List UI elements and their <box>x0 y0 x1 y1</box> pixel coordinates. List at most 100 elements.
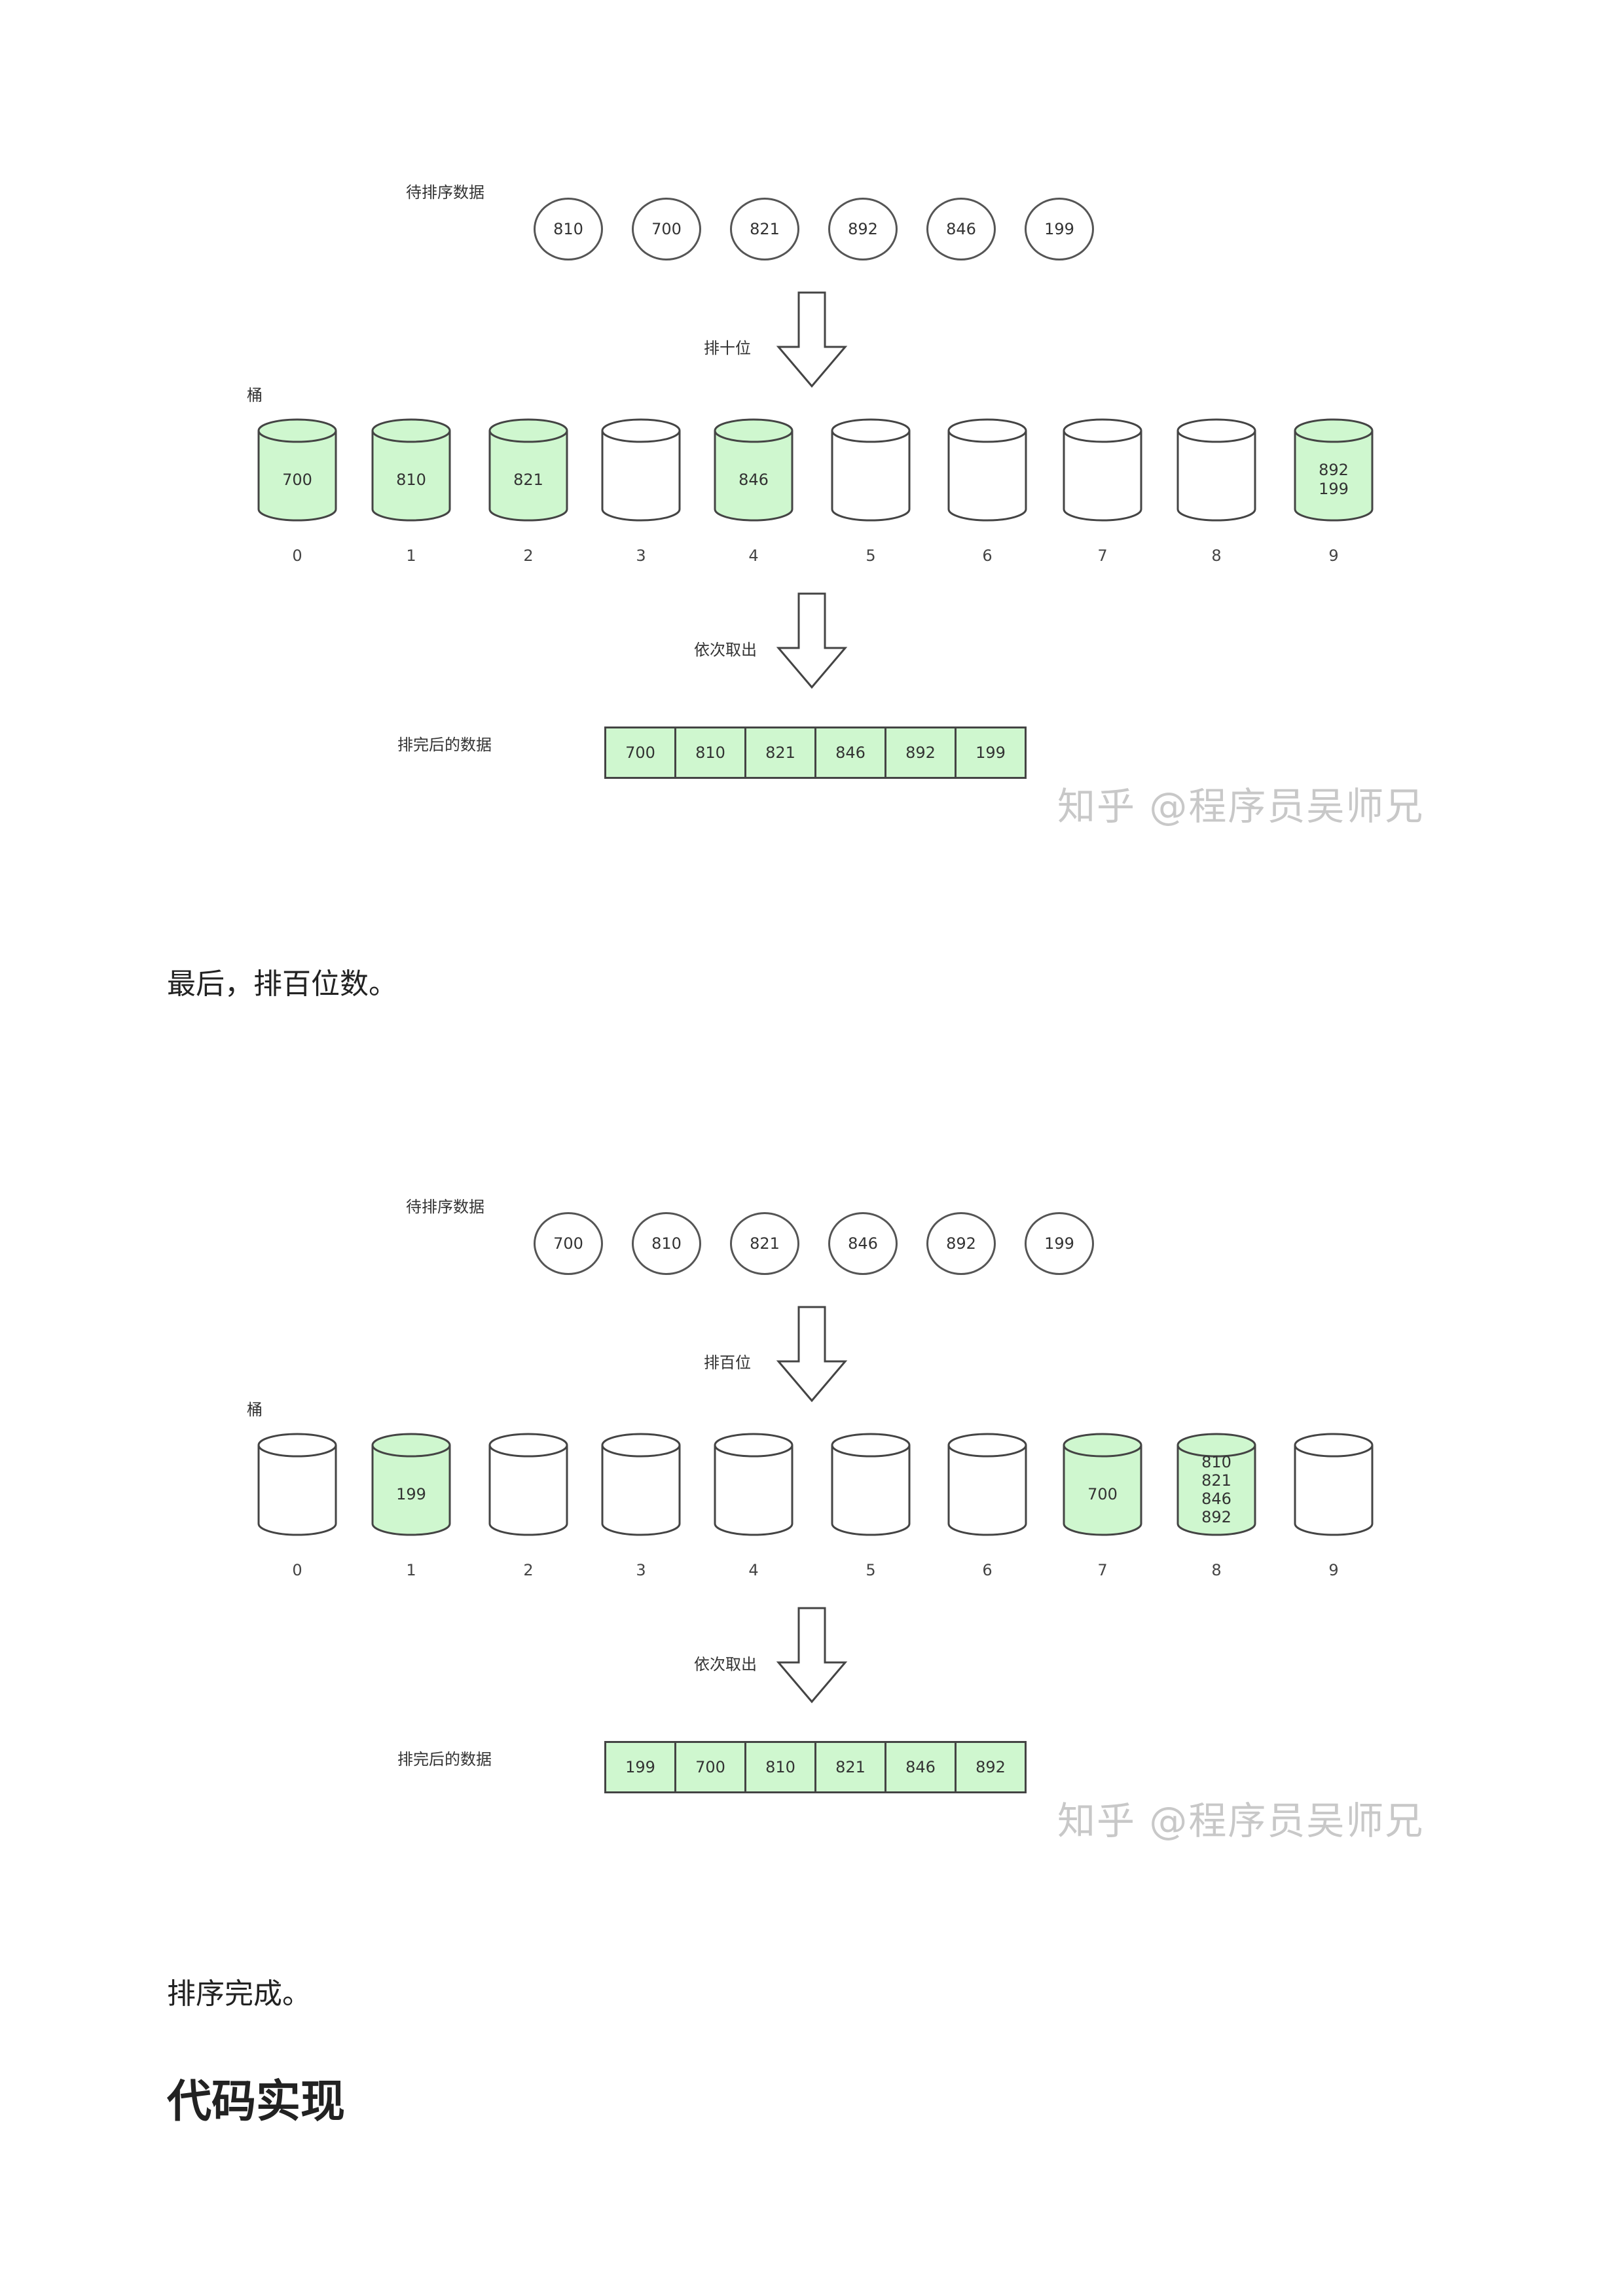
bucket-6 <box>947 1432 1028 1537</box>
bucket-index-label: 6 <box>982 1561 993 1579</box>
bucket-7: 700 <box>1062 1432 1143 1537</box>
bucket-values <box>1176 448 1257 512</box>
bucket-index-label: 9 <box>1328 547 1339 565</box>
bucket-index-label: 4 <box>748 1561 759 1579</box>
output-label: 排完后的数据 <box>397 736 492 754</box>
input-label: 待排序数据 <box>406 1198 484 1216</box>
bucket-cylinder-icon <box>1294 1433 1374 1536</box>
sorted-value-cell: 199 <box>606 1743 676 1791</box>
bucket-value: 821 <box>513 470 543 489</box>
bucket-cylinder-icon <box>601 1433 681 1536</box>
bucket-value: 892 <box>1201 1508 1231 1526</box>
collect-label: 依次取出 <box>694 1655 757 1674</box>
sorted-value-cell: 892 <box>886 728 957 777</box>
bucket-index-label: 0 <box>292 1561 302 1579</box>
bucket-cylinder-icon <box>488 418 568 522</box>
step-label: 排百位 <box>704 1354 751 1372</box>
bucket-values <box>713 1462 794 1526</box>
bucket-2: 821 <box>488 418 569 522</box>
bucket-value: 810 <box>396 470 426 489</box>
bucket-9 <box>1293 1432 1374 1537</box>
bucket-cylinder-icon <box>947 1433 1027 1536</box>
bucket-values <box>488 1462 569 1526</box>
bucket-index-label: 1 <box>406 1561 416 1579</box>
input-value-circle: 821 <box>730 198 799 260</box>
bucket-cylinder-icon <box>1063 1433 1142 1536</box>
bucket-4: 846 <box>713 418 794 522</box>
bucket-value: 892 <box>1319 461 1349 479</box>
bucket-index-label: 5 <box>866 1561 876 1579</box>
bucket-1: 199 <box>371 1432 452 1537</box>
sorted-value-cell: 810 <box>746 1743 816 1791</box>
sorted-value-cell: 810 <box>676 728 746 777</box>
sorted-value-cell: 821 <box>816 1743 886 1791</box>
bucket-5 <box>830 418 911 522</box>
down-arrow-icon <box>776 1306 848 1403</box>
bucket-values <box>1293 1462 1374 1526</box>
input-value-circle: 199 <box>1025 198 1094 260</box>
sorted-value-cell: 892 <box>957 1743 1025 1791</box>
input-value-circle: 199 <box>1025 1212 1094 1275</box>
bucket-index-label: 3 <box>636 547 646 565</box>
bucket-values: 199 <box>371 1462 452 1526</box>
bucket-cylinder-icon <box>257 1433 337 1536</box>
bucket-value: 846 <box>1201 1490 1231 1508</box>
bucket-index-label: 8 <box>1211 1561 1222 1579</box>
watermark: 知乎 @程序员吴师兄 <box>1057 1799 1425 1843</box>
bucket-value: 700 <box>282 470 312 489</box>
bucket-value: 199 <box>396 1484 426 1503</box>
bucket-index-label: 8 <box>1211 547 1222 565</box>
bucket-values: 810 <box>371 448 452 512</box>
bucket-index-label: 2 <box>523 1561 534 1579</box>
down-arrow-icon <box>776 291 848 388</box>
bucket-index-label: 9 <box>1328 1561 1339 1579</box>
output-label: 排完后的数据 <box>397 1750 492 1768</box>
section-heading: 代码实现 <box>167 2076 346 2128</box>
bucket-values <box>600 448 682 512</box>
input-value-circle: 810 <box>534 198 603 260</box>
bucket-values: 700 <box>257 448 338 512</box>
bucket-label: 桶 <box>247 386 263 404</box>
bucket-cylinder-icon <box>488 1433 568 1536</box>
bucket-8 <box>1176 418 1257 522</box>
bucket-values <box>1062 448 1143 512</box>
bucket-index-label: 3 <box>636 1561 646 1579</box>
bucket-cylinder-icon <box>1294 418 1374 522</box>
sorted-value-cell: 700 <box>606 728 676 777</box>
bucket-index-label: 7 <box>1097 1561 1108 1579</box>
bucket-6 <box>947 418 1028 522</box>
bucket-cylinder-icon <box>1176 418 1256 522</box>
bucket-5 <box>830 1432 911 1537</box>
bucket-cylinder-icon <box>714 418 793 522</box>
bucket-values <box>600 1462 682 1526</box>
down-arrow-icon <box>776 592 848 689</box>
bucket-index-label: 5 <box>866 547 876 565</box>
bucket-index-label: 2 <box>523 547 534 565</box>
input-value-circle: 700 <box>534 1212 603 1275</box>
bucket-value: 821 <box>1201 1471 1231 1490</box>
bucket-cylinder-icon <box>257 418 337 522</box>
bucket-cylinder-icon <box>831 418 911 522</box>
bucket-cylinder-icon <box>947 418 1027 522</box>
bucket-3 <box>600 418 682 522</box>
bucket-cylinder-icon <box>714 1433 793 1536</box>
bucket-value: 810 <box>1201 1453 1231 1471</box>
down-arrow-icon <box>776 1607 848 1704</box>
bucket-value: 846 <box>739 470 769 489</box>
input-value-circle: 846 <box>828 1212 898 1275</box>
bucket-3 <box>600 1432 682 1537</box>
bucket-0 <box>257 1432 338 1537</box>
sorted-value-cell: 199 <box>957 728 1025 777</box>
input-value-circle: 810 <box>632 1212 701 1275</box>
sorted-value-cell: 700 <box>676 1743 746 1791</box>
paragraph-last-step: 最后，排百位数。 <box>167 967 397 1001</box>
bucket-cylinder-icon <box>371 1433 451 1536</box>
